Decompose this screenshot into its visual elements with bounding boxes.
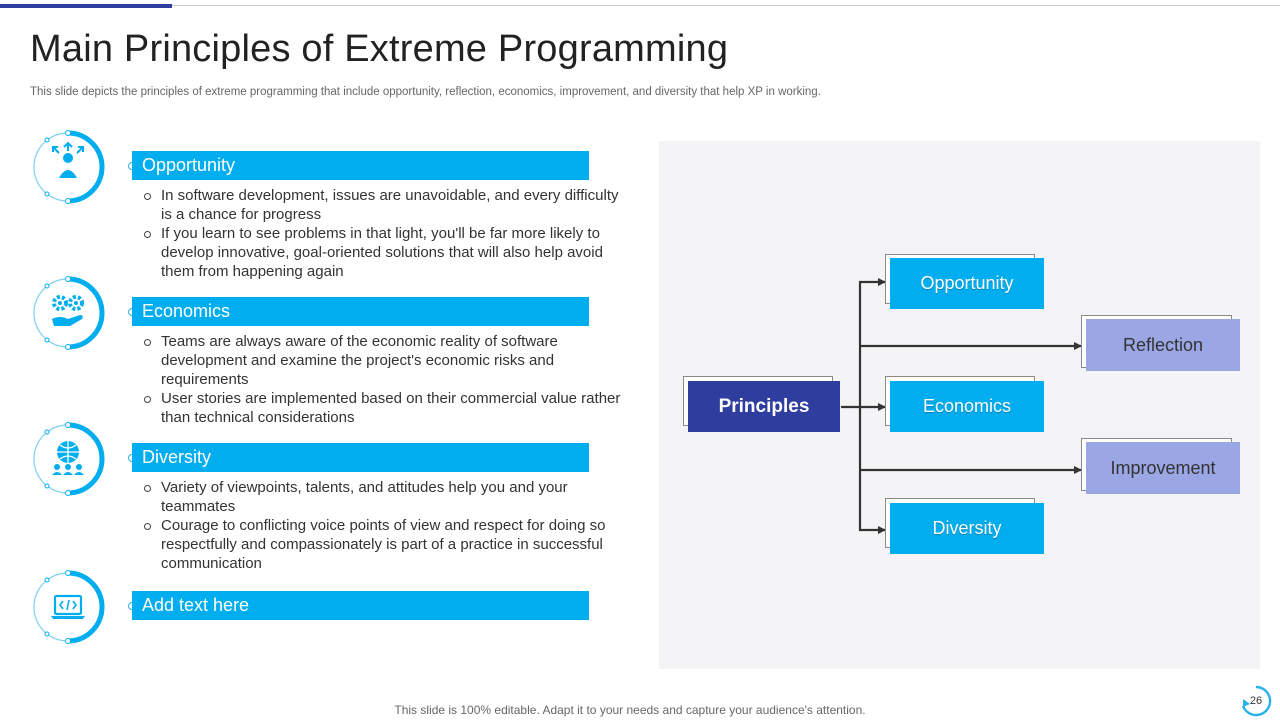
diagram-node-principles: Principles — [688, 381, 840, 432]
principle-heading: Economics — [132, 297, 589, 326]
page-number: 26 — [1249, 695, 1263, 707]
diagram-panel: Principles Opportunity Economics Diversi… — [659, 141, 1260, 669]
bullet-item: Courage to conflicting voice points of v… — [142, 516, 622, 573]
diagram-node-economics: Economics — [890, 381, 1044, 432]
diagram-node-improvement: Improvement — [1086, 442, 1240, 494]
bullet-list: Teams are always aware of the economic r… — [142, 332, 622, 427]
laptop-code-icon — [30, 569, 106, 645]
gears-hand-icon — [30, 275, 106, 351]
top-accent-bar — [0, 4, 172, 8]
diagram-node-diversity: Diversity — [890, 503, 1044, 554]
bullet-list: Variety of viewpoints, talents, and atti… — [142, 478, 622, 573]
bullet-list: In software development, issues are unav… — [142, 186, 622, 281]
slide-subtitle: This slide depicts the principles of ext… — [30, 86, 821, 98]
footer-note: This slide is 100% editable. Adapt it to… — [394, 703, 866, 717]
slide-title: Main Principles of Extreme Programming — [30, 28, 729, 70]
principle-heading: Add text here — [132, 591, 589, 620]
diagram-connectors — [841, 278, 1082, 534]
bullet-item: Variety of viewpoints, talents, and atti… — [142, 478, 622, 516]
page-number-badge-icon — [1241, 685, 1272, 717]
bullet-item: User stories are implemented based on th… — [142, 389, 622, 427]
person-opportunity-icon — [30, 129, 106, 205]
principle-heading: Opportunity — [132, 151, 589, 180]
principle-heading: Diversity — [132, 443, 589, 472]
bullet-item: If you learn to see problems in that lig… — [142, 224, 622, 281]
top-rule — [0, 5, 1280, 6]
diagram-node-opportunity: Opportunity — [890, 258, 1044, 309]
bullet-item: Teams are always aware of the economic r… — [142, 332, 622, 389]
bullet-item: In software development, issues are unav… — [142, 186, 622, 224]
globe-people-icon — [30, 421, 106, 497]
diagram-node-reflection: Reflection — [1086, 319, 1240, 371]
